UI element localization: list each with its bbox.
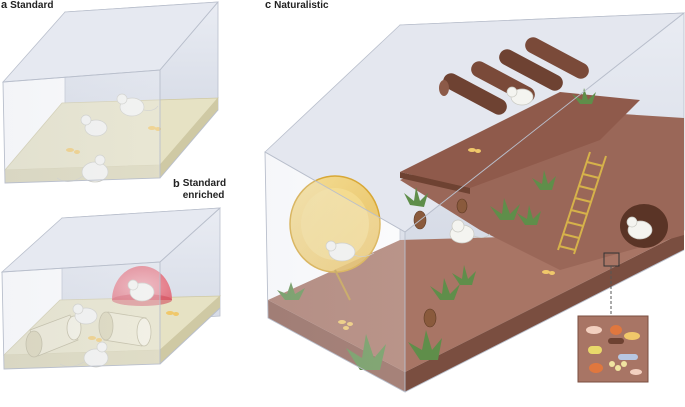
panel-a-cage	[2, 1, 219, 184]
panel-b-letter: b	[173, 178, 180, 190]
ladder-icon	[557, 151, 607, 255]
panel-a-letter: a	[1, 0, 8, 11]
pine-cone-icon	[413, 198, 468, 328]
panel-b-title-line2: enriched	[182, 190, 225, 201]
panel-a-title: Standard	[10, 0, 54, 11]
panel-b-title-line1: Standard	[182, 178, 227, 189]
upper-platform	[400, 92, 640, 188]
panel-b-cage	[0, 207, 222, 370]
panel-c-title: Naturalistic	[274, 0, 329, 11]
panel-c-cage	[264, 12, 685, 393]
mouse-icon	[449, 219, 491, 244]
panel-c-letter: c	[265, 0, 272, 11]
mouse-icon	[506, 86, 534, 106]
mouse-icon	[626, 216, 653, 240]
magnifier-inset-icon	[577, 252, 649, 383]
